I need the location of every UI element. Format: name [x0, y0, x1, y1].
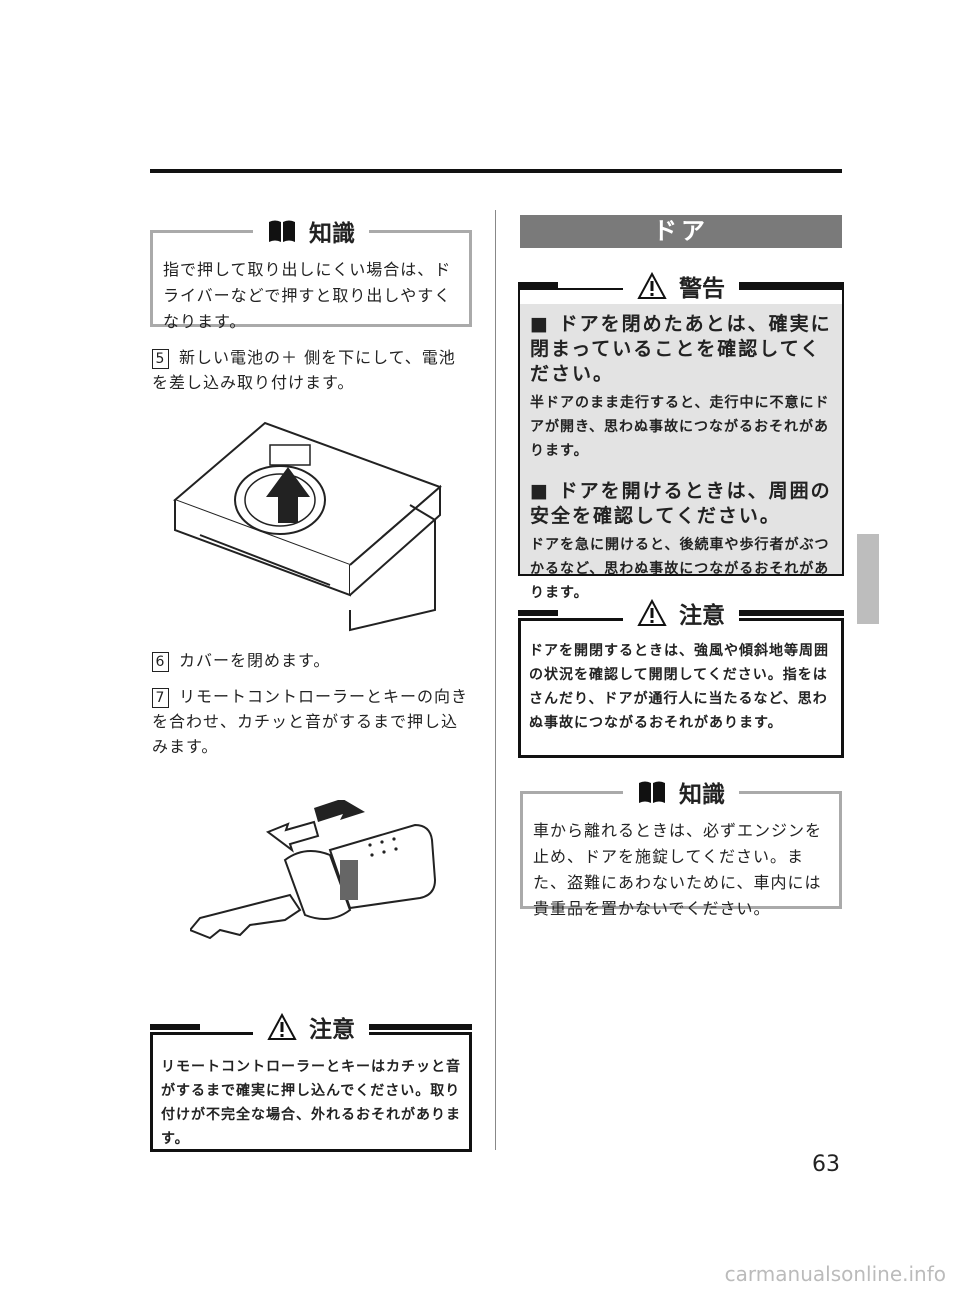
- knowledge-title: 知識: [679, 782, 725, 808]
- book-icon: [269, 220, 295, 242]
- warning-item-title: ■ ドアを開けるときは、周囲の安全を確認してください。: [530, 480, 832, 527]
- caution-title: 注意: [309, 1017, 355, 1043]
- warning-item-text: 半ドアのまま走行すると、走行中に不意にドアが開き、思わぬ事故につながるおそれがあ…: [530, 395, 830, 459]
- page-number: 63: [812, 1152, 840, 1177]
- battery-tray-illustration: [173, 421, 442, 632]
- caution-box: 注意 リモートコントローラーとキーはカチッと音がするまで確実に押し込んでください…: [150, 1010, 472, 1152]
- section-title-door: ドア: [520, 215, 842, 248]
- exclamation-triangle-icon: [637, 599, 667, 626]
- caution-text: ドアを開閉するときは、強風や傾斜地等周囲の状況を確認して開閉してください。指をは…: [529, 643, 829, 731]
- step-6: 6 カバーを閉めます。: [152, 648, 472, 673]
- warning-body: ■ ドアを閉めたあとは、確実に閉まっていることを確認してください。 半ドアのまま…: [520, 304, 842, 601]
- step-number: 5: [152, 348, 169, 369]
- column-divider: [495, 210, 496, 1150]
- knowledge-box: 知識 指で押して取り出しにくい場合は、ドライバーなどで押すと取り出しやすくなりま…: [150, 214, 472, 331]
- chapter-tab: [857, 534, 879, 624]
- knowledge-box: 知識 車から離れるときは、必ずエンジンを止め、ドアを施錠してください。また、盗難…: [520, 775, 842, 918]
- step-number: 6: [152, 651, 169, 672]
- knowledge-title: 知識: [309, 221, 355, 247]
- caution-text: リモートコントローラーとキーはカチッと音がするまで確実に押し込んでください。取り…: [161, 1059, 461, 1147]
- warning-item-text: ドアを急に開けると、後続車や歩行者がぶつかるなど、思わぬ事故につながるおそれがあ…: [530, 537, 830, 601]
- warning-item-title: ■ ドアを閉めたあとは、確実に閉まっていることを確認してください。: [530, 313, 832, 385]
- caution-title: 注意: [679, 603, 725, 629]
- knowledge-text: 指で押して取り出しにくい場合は、ドライバーなどで押すと取り出しやすくなります。: [163, 260, 452, 331]
- exclamation-triangle-icon: [267, 1013, 297, 1040]
- warning-title: 警告: [679, 276, 725, 302]
- caution-box: 注意 ドアを開閉するときは、強風や傾斜地等周囲の状況を確認して開閉してください。…: [518, 596, 844, 758]
- step-text: カバーを閉めます。: [179, 651, 331, 670]
- step-text: 新しい電池の＋ 側を下にして、電池を差し込み取り付けます。: [152, 348, 456, 392]
- watermark: carmanualsonline.info: [724, 1262, 946, 1286]
- exclamation-triangle-icon: [637, 272, 667, 299]
- key-illustration: [190, 800, 437, 940]
- step-number: 7: [152, 687, 169, 708]
- header-rule: [150, 169, 842, 173]
- knowledge-text: 車から離れるときは、必ずエンジンを止め、ドアを施錠してください。また、盗難にあわ…: [533, 821, 823, 918]
- step-text: リモートコントローラーとキーの向きを合わせ、カチッと音がするまで押し込みます。: [152, 687, 469, 756]
- book-icon: [639, 781, 665, 803]
